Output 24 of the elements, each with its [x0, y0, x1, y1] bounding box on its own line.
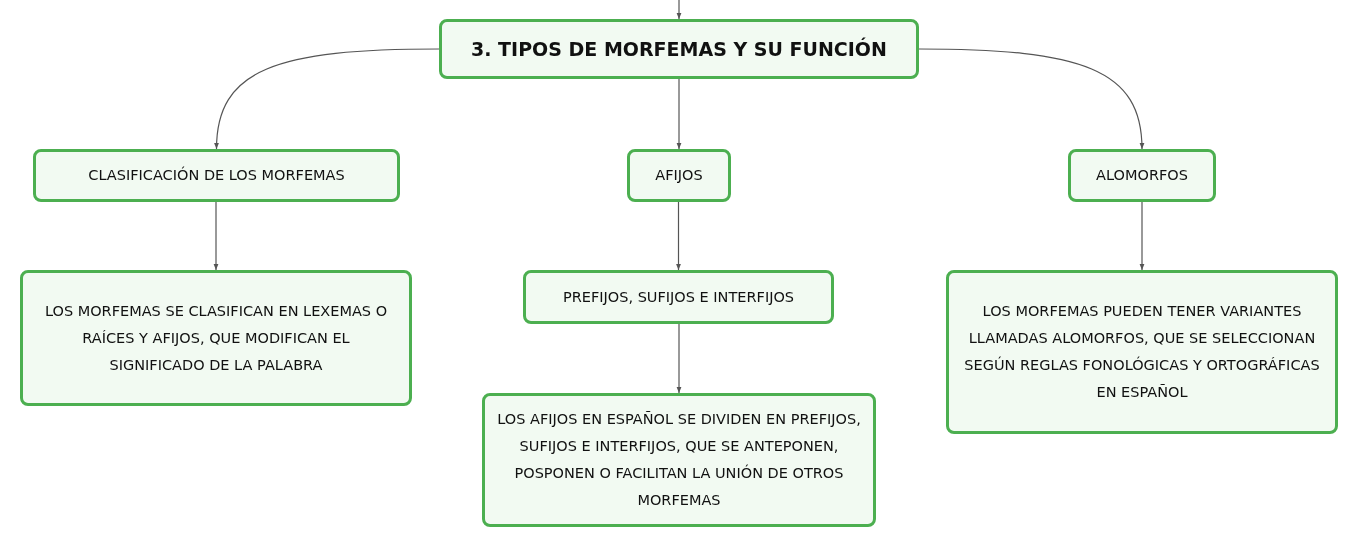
topic-box	[1068, 149, 1216, 202]
topic-box	[33, 149, 400, 202]
topic-box	[946, 270, 1338, 434]
topic-box	[627, 149, 731, 202]
arrow	[918, 48, 1144, 150]
arrow	[1139, 201, 1145, 271]
node-text: AFIJOS	[655, 166, 703, 185]
node-text: LOS MORFEMAS SE CLASIFICAN EN LEXEMAS O RAÍCES Y AFIJOS, QUE MODIFICAN EL SIGNIFICADO DE LA PALABRA	[43, 301, 389, 375]
arrow	[214, 48, 440, 150]
arrow	[676, 0, 682, 20]
node-text: LOS MORFEMAS PUEDEN TENER VARIANTES LLAMADAS ALOMORFOS, QUE SE SELECCIONAN SEGÚN REGLAS FONOLÓGICAS Y ORTOGRÁFICAS EN ESPAÑOL	[963, 302, 1321, 402]
topic-box	[20, 270, 412, 406]
arrow	[213, 201, 219, 271]
node-text: 3. TIPOS DE MORFEMAS Y SU FUNCIÓN	[471, 37, 887, 61]
arrow	[676, 78, 682, 150]
node-text: ALOMORFOS	[1096, 166, 1188, 185]
arrow	[676, 201, 681, 271]
topic-box	[523, 270, 834, 324]
node-text: LOS AFIJOS EN ESPAÑOL SE DIVIDEN EN PREFIJOS, SUFIJOS E INTERFIJOS, QUE SE ANTEPONEN, POSPONEN O FACILITAN LA UNIÓN DE OTROS MORFEMAS	[496, 410, 862, 510]
node-text: CLASIFICACIÓN DE LOS MORFEMAS	[88, 165, 345, 185]
node-text: PREFIJOS, SUFIJOS E INTERFIJOS	[562, 287, 795, 307]
title-box	[439, 19, 919, 79]
arrow	[676, 323, 682, 394]
topic-box	[482, 393, 876, 527]
